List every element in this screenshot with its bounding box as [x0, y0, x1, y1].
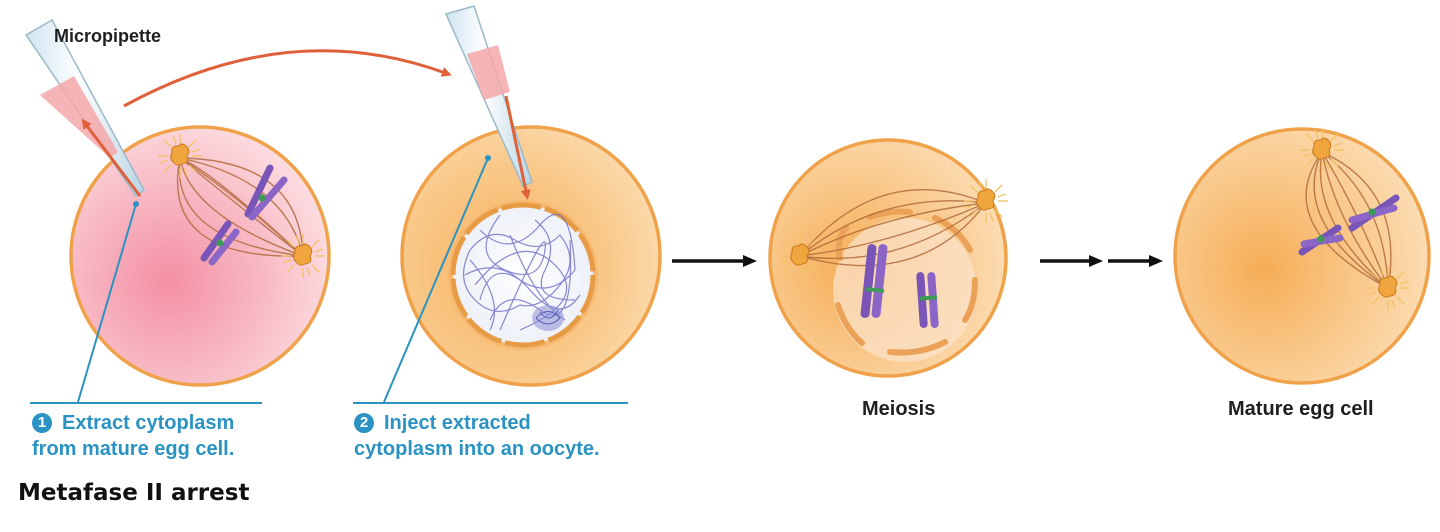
meiosis-label: Meiosis — [862, 398, 936, 420]
micropipette-left — [24, 18, 145, 198]
pointer-line-2 — [383, 155, 491, 403]
curved-arrow-icon — [123, 49, 452, 108]
micropipette-label: Micropipette — [54, 26, 162, 46]
meiosis-cell — [768, 138, 1009, 378]
chromosome-icon — [244, 164, 288, 221]
step-2-badge: 2 — [354, 413, 374, 433]
mature-egg-cell-pink — [69, 125, 331, 387]
pointer-line-1 — [77, 201, 139, 403]
extract-arrow-icon — [81, 118, 142, 197]
step-2-text-2: cytoplasm into an oocyte. — [354, 438, 600, 460]
inject-arrow-icon — [504, 95, 531, 200]
step-1-line-1: 1 Extract cytoplasm — [32, 410, 234, 436]
step-1-text-1: Extract cytoplasm — [62, 412, 235, 434]
chromosome-icon — [200, 220, 240, 266]
centrosome-icon — [157, 133, 203, 179]
centrosome-icon — [1299, 127, 1345, 173]
step-2-line-1: 2 Inject extracted — [354, 410, 600, 436]
chromosome-icon — [860, 244, 888, 318]
chromosome-icon — [1298, 224, 1344, 256]
step-1-caption: 1 Extract cytoplasm from mature egg cell. — [32, 410, 234, 462]
nucleus — [450, 202, 596, 348]
step-1-text-2: from mature egg cell. — [32, 438, 235, 460]
centrosome-icon — [1365, 265, 1411, 311]
centrosome-icon — [777, 233, 823, 279]
mature-egg-cell-orange — [1173, 127, 1431, 385]
centrosome-icon — [963, 178, 1009, 224]
spindle-fibers — [799, 189, 987, 267]
chromosome-icon — [1348, 194, 1400, 232]
step-2-caption: 2 Inject extracted cytoplasm into an oocy… — [354, 410, 600, 462]
step-2-text-1: Inject extracted — [384, 412, 531, 434]
nuclear-envelope-fragments — [835, 208, 978, 356]
chromosome-icon — [916, 272, 939, 328]
micropipette-right — [444, 5, 533, 200]
footer-title: Metafase II arrest — [18, 480, 250, 506]
centrosome-icon — [280, 233, 326, 279]
oocyte-cell — [400, 125, 662, 387]
mature-egg-cell-label: Mature egg cell — [1228, 398, 1374, 420]
step-1-badge: 1 — [32, 413, 52, 433]
spindle-fibers — [1305, 151, 1392, 289]
